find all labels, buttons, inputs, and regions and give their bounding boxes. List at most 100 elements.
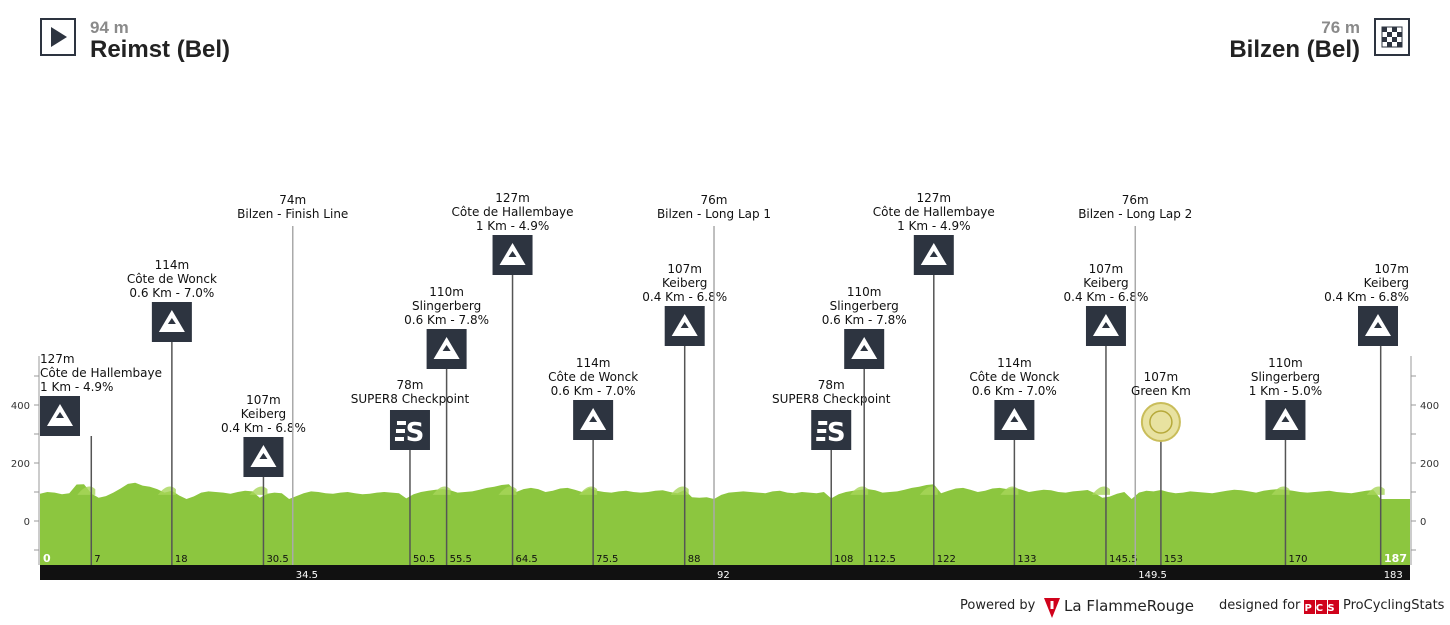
super8-icon-letter: S bbox=[406, 418, 425, 448]
mountain-icon-peak bbox=[680, 322, 689, 328]
marker-name-marker-0: Côte de Hallembaye bbox=[40, 366, 162, 380]
checkered-flag-icon bbox=[1374, 18, 1410, 56]
climb-highlight bbox=[157, 486, 176, 495]
marker-altitude-marker-13: 114m bbox=[997, 356, 1032, 370]
y-tick-label-right: 200 bbox=[1420, 459, 1439, 470]
marker-altitude-marker-14: 107m bbox=[1089, 262, 1124, 276]
marker-altitude-marker-9: 76m bbox=[701, 193, 728, 207]
pcs-logo-icon: PCS bbox=[1304, 600, 1339, 614]
green-km-icon-ring bbox=[1149, 410, 1173, 434]
marker-name-marker-4: SUPER8 Checkpoint bbox=[351, 392, 470, 406]
marker-name-marker-3: Bilzen - Finish Line bbox=[237, 207, 348, 221]
x-tick-marker-18: 183 bbox=[1384, 570, 1403, 581]
marker-detail-marker-12: 1 Km - 4.9% bbox=[897, 219, 970, 233]
x-tick-marker-4: 50.5 bbox=[413, 554, 435, 565]
x-tick-marker-12: 122 bbox=[937, 554, 956, 565]
marker-altitude-marker-16: 107m bbox=[1144, 370, 1179, 384]
marker-name-marker-14: Keiberg bbox=[1083, 276, 1128, 290]
x-tick-marker-16: 153 bbox=[1164, 554, 1183, 565]
marker-detail-marker-6: 1 Km - 4.9% bbox=[476, 219, 549, 233]
x-tick-end: 187 bbox=[1384, 552, 1407, 565]
mountain-icon-peak bbox=[1281, 416, 1290, 422]
marker-altitude-marker-3: 74m bbox=[279, 193, 306, 207]
marker-name-marker-10: SUPER8 Checkpoint bbox=[772, 392, 891, 406]
mountain-icon-peak bbox=[1010, 416, 1019, 422]
marker-detail-marker-18: 0.4 Km - 6.8% bbox=[1324, 290, 1409, 304]
marker-name-marker-12: Côte de Hallembaye bbox=[873, 205, 995, 219]
super8-icon-bar bbox=[394, 437, 404, 441]
y-tick-label-right: 0 bbox=[1420, 517, 1426, 528]
distance-bar bbox=[40, 565, 1410, 580]
marker-name-marker-11: Slingerberg bbox=[830, 299, 899, 313]
climb-highlight bbox=[850, 486, 869, 495]
super8-icon-bar bbox=[395, 429, 405, 433]
x-tick-marker-3: 34.5 bbox=[296, 570, 318, 581]
mountain-icon-peak bbox=[508, 251, 517, 257]
x-tick-marker-6: 64.5 bbox=[516, 554, 538, 565]
marker-altitude-marker-1: 114m bbox=[155, 258, 190, 272]
x-tick-marker-17: 170 bbox=[1288, 554, 1307, 565]
mountain-icon-peak bbox=[1101, 322, 1110, 328]
pcs-badge-text: PCS bbox=[1304, 603, 1338, 614]
finish-altitude: 76 m bbox=[1321, 18, 1360, 37]
designed-for-label: designed for bbox=[1219, 598, 1301, 613]
marker-detail-marker-7: 0.6 Km - 7.0% bbox=[551, 384, 636, 398]
marker-name-marker-16: Green Km bbox=[1131, 384, 1191, 398]
marker-name-marker-6: Côte de Hallembaye bbox=[452, 205, 574, 219]
climb-highlight bbox=[670, 486, 689, 495]
marker-detail-marker-5: 0.6 Km - 7.8% bbox=[404, 313, 489, 327]
marker-altitude-marker-5: 110m bbox=[429, 285, 464, 299]
x-tick-marker-7: 75.5 bbox=[596, 554, 618, 565]
x-tick-marker-10: 108 bbox=[834, 554, 853, 565]
x-tick-start: 0 bbox=[43, 552, 51, 565]
mountain-icon-peak bbox=[860, 345, 869, 351]
marker-altitude-marker-12: 127m bbox=[916, 191, 951, 205]
marker-altitude-marker-8: 107m bbox=[667, 262, 702, 276]
marker-name-marker-2: Keiberg bbox=[241, 407, 286, 421]
marker-detail-marker-1: 0.6 Km - 7.0% bbox=[129, 286, 214, 300]
marker-name-marker-18: Keiberg bbox=[1364, 276, 1409, 290]
elevation-area bbox=[40, 482, 1410, 565]
y-tick-label-left: 0 bbox=[24, 517, 30, 528]
super8-icon-bar bbox=[817, 429, 827, 433]
x-tick-marker-11: 112.5 bbox=[867, 554, 896, 565]
mountain-icon-peak bbox=[259, 453, 268, 459]
finish-town: Bilzen (Bel) bbox=[1229, 36, 1360, 63]
marker-altitude-marker-2: 107m bbox=[246, 393, 281, 407]
mountain-icon-peak bbox=[56, 412, 64, 418]
brand-name[interactable]: La FlammeRouge bbox=[1064, 597, 1194, 615]
marker-name-marker-15: Bilzen - Long Lap 2 bbox=[1078, 207, 1192, 221]
super8-icon-bar bbox=[818, 421, 828, 425]
start-town: Reimst (Bel) bbox=[90, 36, 231, 63]
super8-icon-bar bbox=[816, 437, 826, 441]
climb-highlight bbox=[579, 486, 598, 495]
y-tick-label-left: 400 bbox=[11, 401, 30, 412]
marker-altitude-marker-6: 127m bbox=[495, 191, 530, 205]
x-tick-marker-9: 92 bbox=[717, 570, 730, 581]
x-tick-marker-8: 88 bbox=[688, 554, 701, 565]
mountain-icon-peak bbox=[929, 251, 938, 257]
marker-altitude-marker-18: 107m bbox=[1374, 262, 1409, 276]
x-tick-marker-15: 149.5 bbox=[1138, 570, 1167, 581]
mountain-icon-peak bbox=[589, 416, 598, 422]
flamme-rouge-logo-icon bbox=[1044, 598, 1060, 618]
start-altitude: 94 m bbox=[90, 18, 129, 37]
marker-detail-marker-0: 1 Km - 4.9% bbox=[40, 380, 113, 394]
marker-altitude-marker-4: 78m bbox=[396, 378, 423, 392]
y-tick-label-left: 200 bbox=[11, 459, 30, 470]
x-tick-marker-0: 7 bbox=[94, 554, 100, 565]
marker-detail-marker-17: 1 Km - 5.0% bbox=[1249, 384, 1322, 398]
mountain-icon-peak bbox=[442, 345, 451, 351]
mountain-icon-peak bbox=[167, 318, 176, 324]
x-tick-marker-5: 55.5 bbox=[450, 554, 472, 565]
x-tick-marker-13: 133 bbox=[1017, 554, 1036, 565]
green-km-icon bbox=[1140, 402, 1181, 442]
marker-name-marker-5: Slingerberg bbox=[412, 299, 481, 313]
marker-name-marker-9: Bilzen - Long Lap 1 bbox=[657, 207, 771, 221]
marker-altitude-marker-10: 78m bbox=[818, 378, 845, 392]
marker-name-marker-17: Slingerberg bbox=[1251, 370, 1320, 384]
mountain-icon-peak bbox=[1374, 322, 1382, 328]
climb-highlight bbox=[1091, 486, 1110, 495]
pcs-name[interactable]: ProCyclingStats bbox=[1343, 598, 1445, 613]
x-tick-marker-2: 30.5 bbox=[266, 554, 288, 565]
